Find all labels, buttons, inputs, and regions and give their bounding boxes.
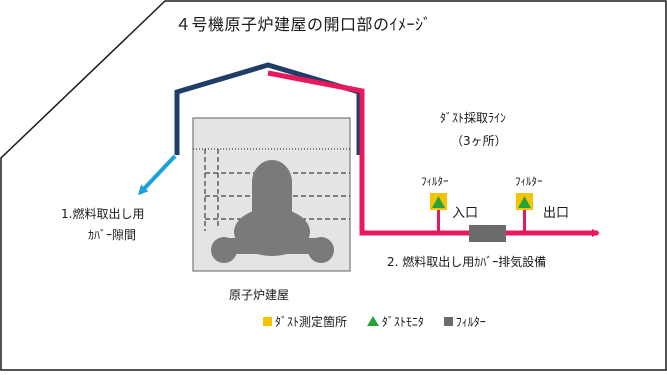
diagram-title: ４号機原子炉建屋の開口部のｲﾒｰｼﾞ [175, 15, 432, 34]
cover-gap-arrow [137, 154, 177, 196]
inlet-label: 入口 [452, 206, 479, 221]
fuel-removal-cover [174, 62, 362, 155]
opening-1-sub: ｶﾊﾞｰ隙間 [88, 228, 137, 242]
triangle-icon [366, 316, 379, 326]
dust-monitor-inlet [430, 193, 447, 210]
legend: ﾀﾞｽﾄ測定箇所 ﾀﾞｽﾄﾓﾆﾀ ﾌｨﾙﾀｰ [263, 313, 502, 330]
outlet-label: 出口 [543, 206, 570, 221]
filter-unit [469, 225, 506, 242]
legend-filter-label: ﾌｨﾙﾀｰ [455, 315, 486, 329]
opening-1-label: 1.燃料取出し用 [61, 207, 145, 221]
dust-line-label: ﾀﾞｽﾄ採取ﾗｲﾝ [440, 111, 507, 125]
square-icon [263, 317, 272, 326]
dust-line-count: （3ヶ所） [451, 134, 507, 148]
legend-dust-point: ﾀﾞｽﾄ測定箇所 [263, 315, 347, 329]
building-label: 原子炉建屋 [229, 288, 290, 302]
legend-dust-monitor-label: ﾀﾞｽﾄﾓﾆﾀ [381, 315, 424, 329]
legend-dust-point-label: ﾀﾞｽﾄ測定箇所 [275, 315, 348, 329]
filter-label-left: ﾌｨﾙﾀｰ [421, 175, 449, 188]
square-icon [443, 317, 453, 326]
legend-dust-monitor: ﾀﾞｽﾄﾓﾆﾀ [366, 315, 424, 329]
reactor-vessel [211, 160, 334, 263]
legend-filter: ﾌｨﾙﾀｰ [443, 315, 486, 329]
opening-2-label: 2. 燃料取出し用ｶﾊﾞｰ排気設備 [387, 255, 547, 269]
filter-label-right: ﾌｨﾙﾀｰ [515, 175, 543, 188]
dust-monitor-outlet [516, 193, 533, 210]
